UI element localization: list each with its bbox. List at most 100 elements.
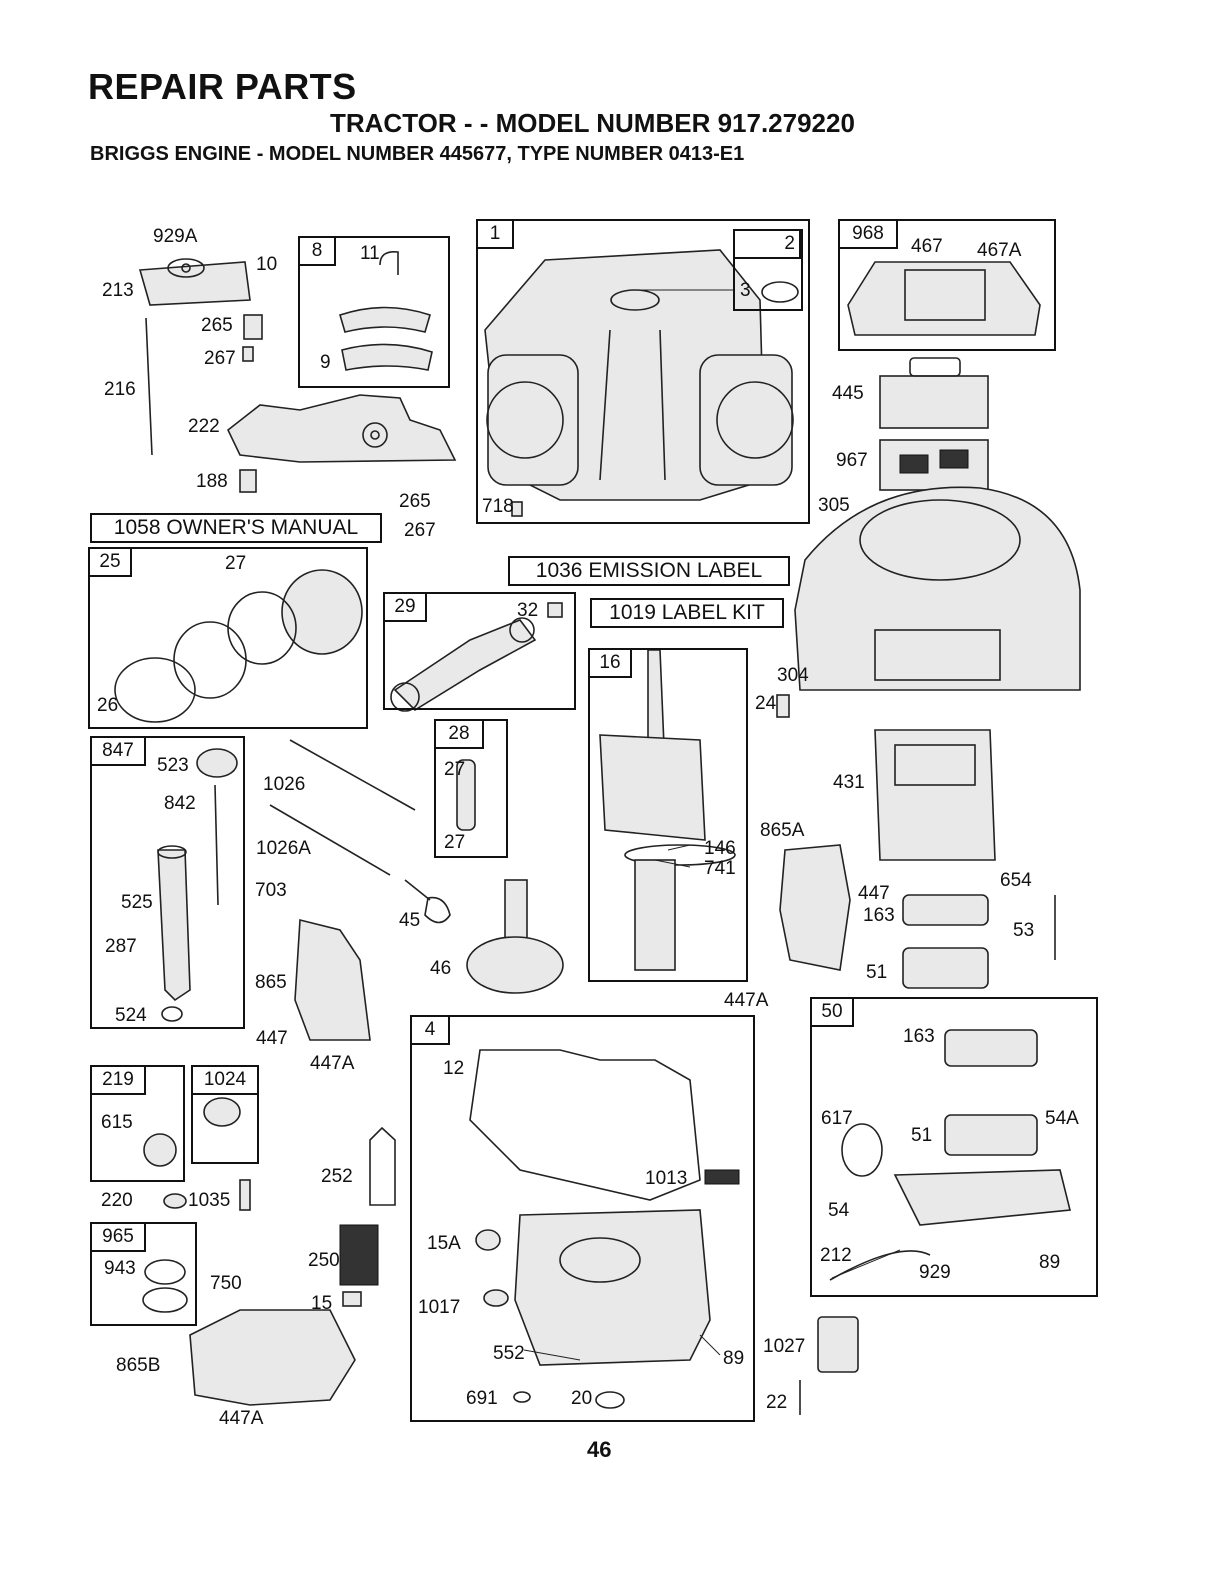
label-kit-box: 1019 LABEL KIT	[590, 598, 784, 628]
part-label: 447A	[724, 990, 769, 1011]
part-label: 287	[105, 936, 137, 957]
tag-1: 1	[476, 219, 514, 249]
governor-gear-219	[143, 1133, 177, 1167]
o-ring-524	[161, 1006, 183, 1022]
part-label: 929A	[153, 226, 198, 247]
part-label: 51	[866, 962, 888, 983]
tag-8: 8	[298, 236, 336, 266]
part-label: 552	[493, 1343, 525, 1364]
part-label: 467A	[977, 240, 1022, 261]
part-label: 27	[444, 759, 466, 780]
part-label: 15	[311, 1293, 333, 1314]
part-label: 447A	[310, 1053, 355, 1074]
exhaust-manifold-50	[829, 1029, 1072, 1281]
tag-16: 16	[588, 648, 632, 678]
group-box-50	[810, 997, 1098, 1297]
part-label: 1013	[645, 1168, 688, 1189]
tag-1024: 1024	[191, 1065, 259, 1095]
part-label: 447	[858, 883, 890, 904]
dipstick-assembly-847	[157, 748, 238, 1002]
bolt-32	[547, 602, 563, 618]
spacer-51	[902, 947, 989, 989]
part-label: 24	[755, 693, 777, 714]
decal-252	[369, 1126, 396, 1206]
page-title: REPAIR PARTS	[88, 66, 357, 107]
part-label: 1035	[188, 1190, 231, 1211]
part-label: 467	[911, 236, 943, 257]
part-label: 267	[204, 348, 236, 369]
part-label: 865A	[760, 820, 805, 841]
part-label: 163	[863, 905, 895, 926]
cover-965	[142, 1287, 188, 1313]
part-label: 22	[766, 1392, 788, 1413]
engine-model-heading: BRIGGS ENGINE - MODEL NUMBER 445677, TYP…	[90, 143, 745, 165]
group-box-16	[588, 648, 748, 982]
air-cleaner-cover-968	[847, 261, 1041, 336]
part-label: 89	[723, 1348, 745, 1369]
control-bracket-222	[227, 394, 457, 463]
part-label: 703	[255, 880, 287, 901]
group-box-8	[298, 236, 450, 388]
part-label: 523	[157, 755, 189, 776]
part-label: 10	[256, 254, 278, 275]
part-label: 212	[820, 1245, 852, 1266]
breather-cover-11	[339, 306, 431, 333]
part-label: 654	[1000, 870, 1032, 891]
part-label: 15A	[427, 1233, 461, 1254]
part-label: 741	[704, 858, 736, 879]
part-label: 163	[903, 1026, 935, 1047]
part-label: 305	[818, 495, 850, 516]
tag-29: 29	[383, 592, 427, 622]
part-label: 865B	[116, 1355, 161, 1376]
group-box-25	[88, 547, 368, 729]
blower-housing-304	[794, 486, 1081, 691]
shaft-1035	[239, 1179, 251, 1211]
sump-assembly-4	[469, 1049, 711, 1366]
pin-718	[511, 501, 523, 517]
part-label: 252	[321, 1166, 353, 1187]
pin-24	[776, 694, 790, 718]
part-label: 265	[201, 315, 233, 336]
part-label: 250	[308, 1250, 340, 1271]
pre-cleaner-967	[879, 439, 989, 491]
air-guide-865b	[189, 1309, 356, 1406]
part-label: 51	[911, 1125, 933, 1146]
washer-691	[513, 1391, 531, 1403]
breather-gasket-9	[341, 343, 433, 371]
part-label: 967	[836, 450, 868, 471]
tag-2: 2	[733, 229, 801, 259]
filter-250	[339, 1224, 379, 1286]
emission-label-box: 1036 EMISSION LABEL	[508, 556, 790, 586]
part-label: 46	[430, 958, 452, 979]
screw-267	[242, 346, 254, 362]
wrist-pin-28	[456, 759, 476, 831]
part-label: 54A	[1045, 1108, 1079, 1129]
group-box-1	[476, 219, 810, 524]
seal-3	[761, 281, 799, 303]
breather-tube-11	[379, 250, 399, 275]
part-label: 943	[104, 1258, 136, 1279]
screw-188	[239, 469, 257, 493]
group-box-847	[90, 736, 245, 1029]
part-label: 222	[188, 416, 220, 437]
tag-847: 847	[90, 736, 146, 766]
part-label: 27	[225, 553, 247, 574]
decal-1013	[704, 1169, 740, 1185]
governor-1024	[203, 1097, 241, 1127]
part-label: 445	[832, 383, 864, 404]
part-label: 9	[320, 352, 331, 373]
tag-219: 219	[90, 1065, 146, 1095]
tag-50: 50	[810, 997, 854, 1027]
part-label: 691	[466, 1388, 498, 1409]
part-label: 525	[121, 892, 153, 913]
throttle-bracket-213	[138, 258, 251, 306]
gasket-163	[902, 894, 989, 926]
clip-265	[243, 314, 263, 340]
part-label: 27	[444, 832, 466, 853]
plug-1017	[483, 1289, 509, 1307]
owners-manual-box: 1058 OWNER'S MANUAL	[90, 513, 382, 543]
part-label: 718	[482, 496, 514, 517]
connecting-rod-29	[390, 617, 537, 712]
part-label: 447	[256, 1028, 288, 1049]
seal-15a	[475, 1229, 501, 1251]
